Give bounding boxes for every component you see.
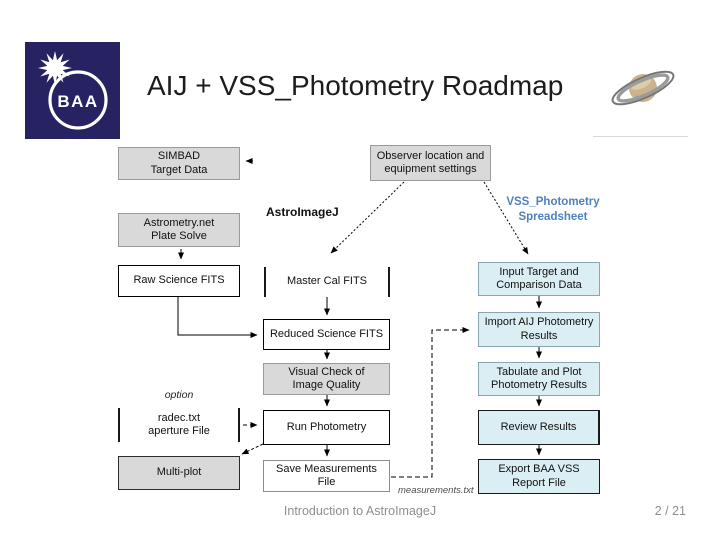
flow-box-astrometry: Astrometry.net Plate Solve xyxy=(118,213,240,247)
flow-box-raw-science-fits: Raw Science FITS xyxy=(118,265,240,297)
header-divider xyxy=(593,136,688,137)
astroimagej-label: AstroImageJ xyxy=(266,205,339,219)
measurements-file-label: measurements.txt xyxy=(398,485,474,496)
flow-box-input-target: Input Target and Comparison Data xyxy=(478,262,600,296)
arrow-raw-to-reduced xyxy=(177,297,258,338)
vss-label-line1: VSS_Photometry xyxy=(506,196,600,208)
sunburst-icon xyxy=(38,51,72,85)
flow-box-import-results: Import AIJ Photometry Results xyxy=(478,312,600,347)
saturn-inner-ring xyxy=(616,73,670,103)
footer-caption: Introduction to AstroImageJ xyxy=(283,504,437,518)
vss-spreadsheet-label: VSS_Photometry Spreadsheet xyxy=(502,195,604,225)
saturn-outer-ring xyxy=(611,70,675,106)
flow-box-observer-settings: Observer location and equipment settings xyxy=(370,145,491,181)
logo-ring xyxy=(48,70,108,130)
flow-box-master-cal-fits: Master Cal FITS xyxy=(264,267,390,297)
page-title: AIJ + VSS_Photometry Roadmap xyxy=(147,70,564,101)
logo-text: BAA xyxy=(57,92,98,111)
dashed-arrow-run-to-multiplot xyxy=(241,443,264,455)
vss-label-line2: Spreadsheet xyxy=(518,210,588,223)
flow-box-review-results: Review Results xyxy=(478,410,600,445)
flow-box-radec-aperture: radec.txt aperture File xyxy=(118,408,240,442)
flow-box-export-report: Export BAA VSS Report File xyxy=(478,459,600,494)
flow-box-multi-plot: Multi-plot xyxy=(118,456,240,490)
dashed-arrow-observer-to-mastercal xyxy=(330,181,405,254)
flow-box-save-measurements: Save Measurements File xyxy=(263,460,390,492)
page-number: 2 / 21 xyxy=(654,504,686,518)
saturn-image xyxy=(611,70,675,106)
flow-box-tabulate-plot: Tabulate and Plot Photometry Results xyxy=(478,362,600,396)
flow-box-reduced-science: Reduced Science FITS xyxy=(263,319,390,350)
option-label: option xyxy=(164,389,194,401)
baa-logo: BAA xyxy=(25,42,120,139)
flow-box-visual-check: Visual Check of Image Quality xyxy=(263,363,390,395)
flow-box-simbad: SIMBAD Target Data xyxy=(118,147,240,180)
dashed-arrow-save-to-import xyxy=(391,327,470,478)
flow-box-run-photometry: Run Photometry xyxy=(263,410,390,445)
